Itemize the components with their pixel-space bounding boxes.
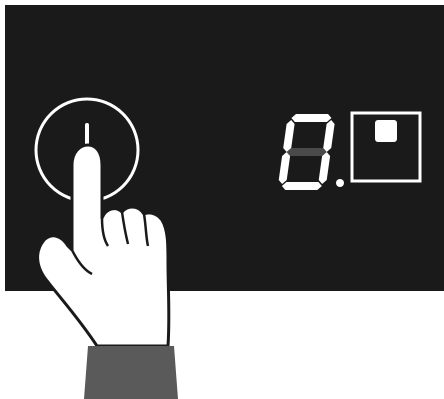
segment-d [281,182,322,190]
decimal-point [336,179,344,187]
segment-g [286,148,327,156]
segment-a [291,114,332,122]
sleeve [84,346,178,399]
